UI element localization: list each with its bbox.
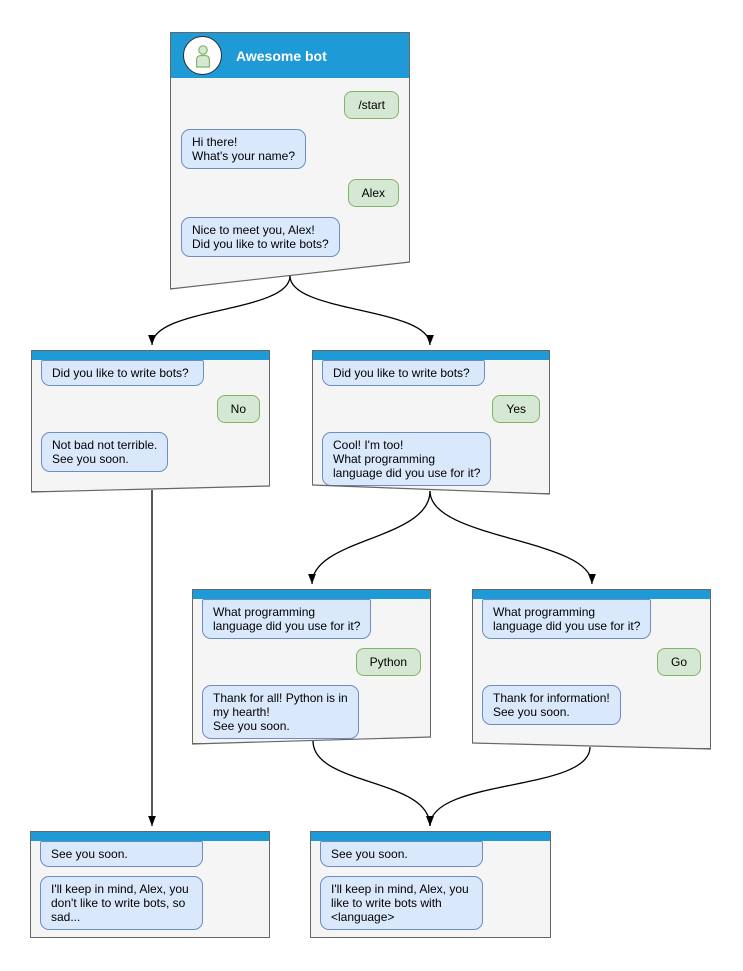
bot-message-bubble: I'll keep in mind, Alex, you don't like … [40,876,203,931]
user-message-bubble: Go [656,648,701,677]
bot-message-bubble: What programming language did you use fo… [202,599,372,640]
bot-title: Awesome bot [236,47,327,64]
chat-window-go: What programming language did you use fo… [472,589,711,749]
bot-message-bubble: Did you like to write bots? [322,360,485,387]
bot-message-bubble: I'll keep in mind, Alex, you like to wri… [320,876,483,931]
bot-message-bubble: Thank for information! See you soon. [482,685,621,726]
chat-window-branch-yes: Did you like to write bots? Yes Cool! I'… [312,350,550,494]
bot-message-bubble: Thank for all! Python is in my hearth! S… [202,685,359,740]
window-title-strip [32,351,269,360]
chat-window-main: Awesome bot /start Hi there! What's your… [170,32,410,289]
chat-body: What programming language did you use fo… [193,599,430,744]
arrow-yes-to-go [429,490,596,585]
user-message-bubble: Python [355,648,421,677]
bot-message-bubble: What programming language did you use fo… [482,599,652,640]
arrow-python-to-end [312,740,434,827]
chat-window-branch-no: Did you like to write bots? No Not bad n… [31,350,270,492]
arrow-go-to-end [426,746,591,827]
bot-message-bubble: See you soon. [320,841,483,868]
chat-window-python: What programming language did you use fo… [192,589,431,744]
bot-message-bubble: See you soon. [40,841,203,868]
user-message-bubble: No [216,395,260,424]
window-title-strip [311,832,550,841]
chat-body: Did you like to write bots? No Not bad n… [32,360,269,478]
window-title-strip [193,590,430,599]
chat-body: See you soon. I'll keep in mind, Alex, y… [31,841,269,936]
window-title-strip [31,832,269,841]
arrow-main-to-yes [289,275,434,346]
bot-message-bubble: Nice to meet you, Alex! Did you like to … [181,217,340,258]
chat-body: See you soon. I'll keep in mind, Alex, y… [311,841,550,936]
window-title-bar: Awesome bot [171,33,409,78]
avatar [183,36,222,75]
bot-message-bubble: Not bad not terrible. See you soon. [41,432,169,473]
window-title-strip [473,590,710,599]
chat-body: /start Hi there! What's your name? Alex … [171,78,409,258]
user-message-bubble: Yes [492,395,540,424]
bot-message-bubble: Cool! I'm too! What programming language… [322,432,492,487]
arrow-yes-to-python [308,490,431,585]
chat-window-end-no: See you soon. I'll keep in mind, Alex, y… [30,831,270,938]
window-title-strip [313,351,549,360]
chat-body: Did you like to write bots? Yes Cool! I'… [313,360,549,492]
person-icon [195,44,210,68]
chat-window-end-yes: See you soon. I'll keep in mind, Alex, y… [310,831,551,938]
chat-body: What programming language did you use fo… [473,599,710,731]
bot-message-bubble: Did you like to write bots? [41,360,204,387]
bot-message-bubble: Hi there! What's your name? [181,129,307,170]
user-message-bubble: /start [344,91,399,120]
user-message-bubble: Alex [347,179,399,208]
